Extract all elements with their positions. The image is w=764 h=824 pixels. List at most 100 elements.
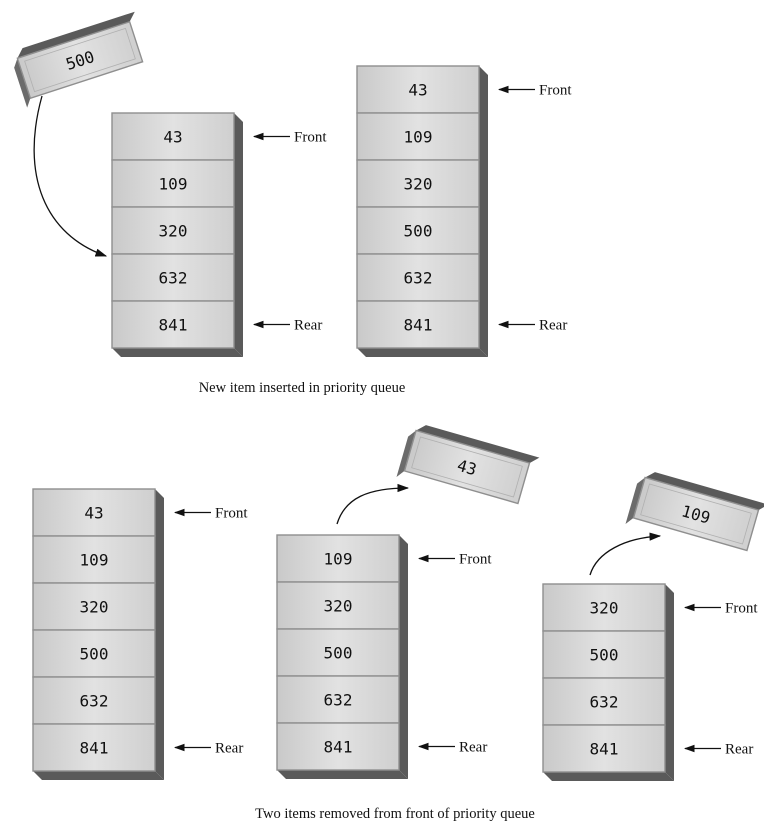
queue-cell xyxy=(276,628,400,677)
floating-front-face xyxy=(403,429,531,505)
stack-bottom-shadow xyxy=(33,771,164,780)
queue-cell-value: 43 xyxy=(408,81,427,100)
queue-cell-value: 320 xyxy=(159,222,188,241)
queue-cell xyxy=(276,534,400,583)
floating-inner-frame xyxy=(640,483,752,545)
stack-bottom-shadow xyxy=(277,770,408,779)
queue-cell-value: 632 xyxy=(590,693,619,712)
queue-cell xyxy=(276,722,400,771)
queue-cell-value: 109 xyxy=(404,128,433,147)
queue-cell-value: 109 xyxy=(324,550,353,569)
queue-cell xyxy=(111,159,235,208)
queue-cell xyxy=(356,253,480,302)
queue-cell-value: 320 xyxy=(590,599,619,618)
floating-item-removed_first: 43 xyxy=(396,425,540,505)
front-pointer: Front xyxy=(497,83,572,99)
queue-cell xyxy=(356,159,480,208)
floating-inner-frame xyxy=(24,27,136,93)
remove-second-curve-arrow xyxy=(589,532,662,576)
stack-bottom-shadow xyxy=(357,348,488,357)
floating-front-face xyxy=(16,20,144,100)
floating-inner-frame xyxy=(411,436,523,498)
queue-cell xyxy=(111,112,235,161)
front-label: Front xyxy=(725,601,758,617)
stack-side-shadow xyxy=(665,584,674,781)
front-pointer: Front xyxy=(252,130,327,146)
queue-cell-value: 841 xyxy=(159,316,188,335)
rear-pointer: Rear xyxy=(173,741,243,757)
stack-side-shadow xyxy=(234,113,243,357)
stack-bottom-shadow xyxy=(543,772,674,781)
floating-side-face xyxy=(396,430,417,477)
queue-cell-value: 632 xyxy=(404,269,433,288)
queue-cell xyxy=(32,582,156,631)
stack-side-shadow xyxy=(155,489,164,780)
queue-cell xyxy=(542,583,666,632)
queue-cell xyxy=(32,723,156,772)
queue-cell-value: 43 xyxy=(84,504,103,523)
rear-pointer: Rear xyxy=(683,742,753,758)
queue-cell-value: 320 xyxy=(80,598,109,617)
queue-cell xyxy=(111,206,235,255)
queue-cell-value: 841 xyxy=(324,738,353,757)
queue-stack-remove_two: 320 500 632 841 xyxy=(542,583,674,781)
queue-cell-value: 632 xyxy=(80,692,109,711)
queue-cell-value: 500 xyxy=(324,644,353,663)
rear-label: Rear xyxy=(294,318,322,334)
queue-cell xyxy=(276,675,400,724)
queue-cell-value: 841 xyxy=(590,740,619,759)
queue-cell xyxy=(356,300,480,349)
remove-first-curve-arrow xyxy=(336,483,410,525)
queue-cell xyxy=(111,253,235,302)
queue-cell-value: 841 xyxy=(404,316,433,335)
rear-label: Rear xyxy=(215,741,243,757)
queue-stack-insert_before: 43 109 320 632 841 xyxy=(111,112,243,357)
front-label: Front xyxy=(539,83,572,99)
queue-cell-value: 500 xyxy=(80,645,109,664)
queue-stack-insert_after: 43 109 320 500 632 841 xyxy=(356,65,488,357)
insert-curve-arrow xyxy=(33,95,108,257)
queue-cell-value: 632 xyxy=(324,691,353,710)
remove-caption: Two items removed from front of priority… xyxy=(255,806,535,822)
rear-pointer: Rear xyxy=(252,318,322,334)
stack-side-shadow xyxy=(399,535,408,779)
rear-pointer: Rear xyxy=(497,318,567,334)
queue-cell xyxy=(356,65,480,114)
queue-cell-value: 43 xyxy=(163,128,182,147)
floating-top-face xyxy=(645,472,764,511)
floating-top-face xyxy=(416,425,540,464)
floating-side-face xyxy=(625,477,646,524)
front-pointer: Front xyxy=(417,552,492,568)
floating-top-face xyxy=(17,11,135,59)
floating-side-face xyxy=(14,58,31,108)
front-pointer: Front xyxy=(173,506,248,522)
floating-front-face xyxy=(632,476,760,552)
rear-label: Rear xyxy=(459,740,487,756)
queue-cell-value: 632 xyxy=(159,269,188,288)
queue-cell xyxy=(32,676,156,725)
queue-cell-value: 500 xyxy=(404,222,433,241)
rear-pointer: Rear xyxy=(417,740,487,756)
floating-item-removed_second: 109 xyxy=(625,472,764,552)
queue-cell xyxy=(32,488,156,537)
queue-cell xyxy=(542,630,666,679)
stack-bottom-shadow xyxy=(112,348,243,357)
queue-cell-value: 841 xyxy=(80,739,109,758)
front-label: Front xyxy=(294,130,327,146)
rear-label: Rear xyxy=(725,742,753,758)
rear-label: Rear xyxy=(539,318,567,334)
floating-item-value: 43 xyxy=(455,456,479,480)
insert-caption: New item inserted in priority queue xyxy=(199,380,406,396)
floating-item-inserted: 500 xyxy=(14,11,144,108)
front-label: Front xyxy=(215,506,248,522)
queue-cell-value: 320 xyxy=(404,175,433,194)
front-label: Front xyxy=(459,552,492,568)
queue-cell xyxy=(111,300,235,349)
queue-cell-value: 109 xyxy=(159,175,188,194)
front-pointer: Front xyxy=(683,601,758,617)
queue-cell-value: 500 xyxy=(590,646,619,665)
